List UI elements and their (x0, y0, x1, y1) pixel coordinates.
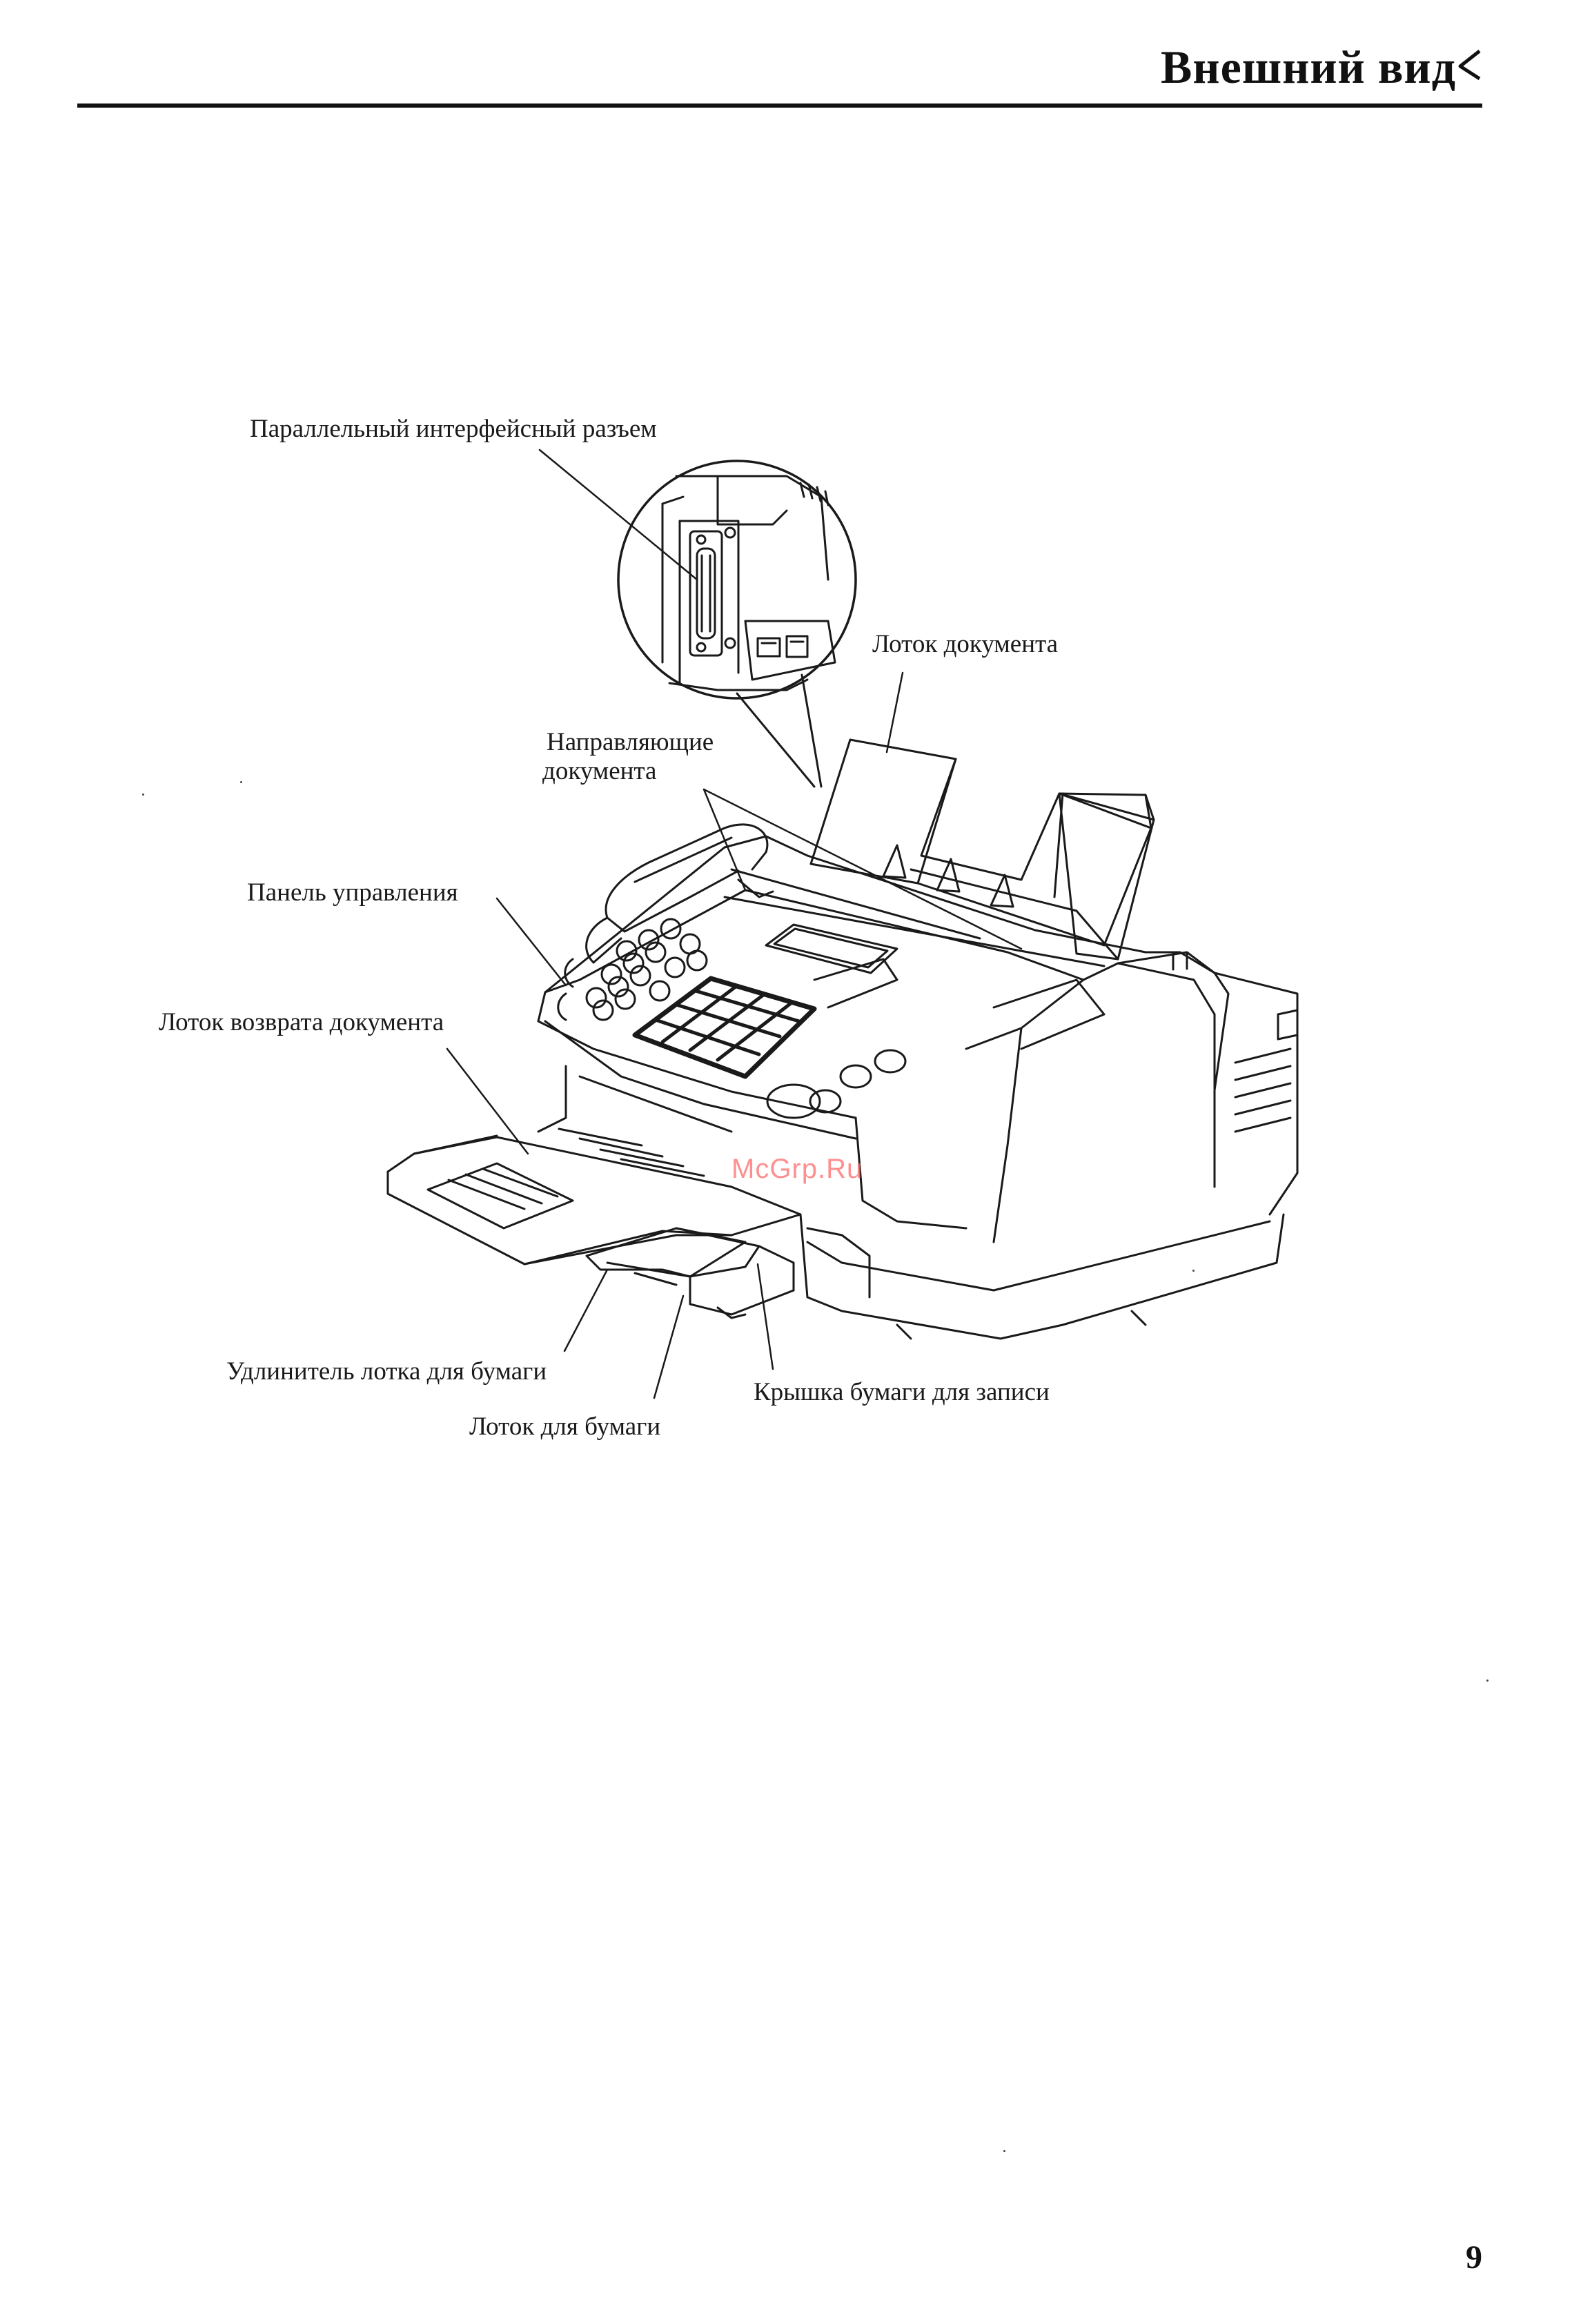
callout-leaders (447, 450, 1021, 1398)
document-tray-shape (811, 740, 1154, 959)
watermark: McGrp.Ru (731, 1154, 863, 1185)
label-parallel-port: Параллельный интерфейсный разъем (250, 414, 657, 444)
label-document-guides-line1: Направляющие (547, 727, 714, 758)
fax-body (538, 825, 1297, 1339)
label-paper-tray: Лоток для бумаги (469, 1412, 660, 1442)
scan-speck (240, 781, 242, 783)
scan-speck (1192, 1270, 1195, 1272)
page-number: 9 (1466, 2238, 1482, 2276)
label-document-return-tray: Лоток возврата документа (159, 1007, 444, 1038)
label-paper-tray-extension: Удлинитель лотка для бумаги (226, 1357, 547, 1387)
label-document-guides-line2: документа (542, 756, 656, 787)
label-recording-paper-cover: Крышка бумаги для записи (754, 1377, 1050, 1408)
connector-detail-circle (618, 461, 856, 698)
label-control-panel: Панель управления (247, 878, 458, 908)
scan-speck (1486, 1680, 1489, 1682)
scan-speck (1003, 2150, 1005, 2152)
label-document-tray: Лоток документа (872, 629, 1058, 660)
scan-speck (142, 794, 144, 796)
